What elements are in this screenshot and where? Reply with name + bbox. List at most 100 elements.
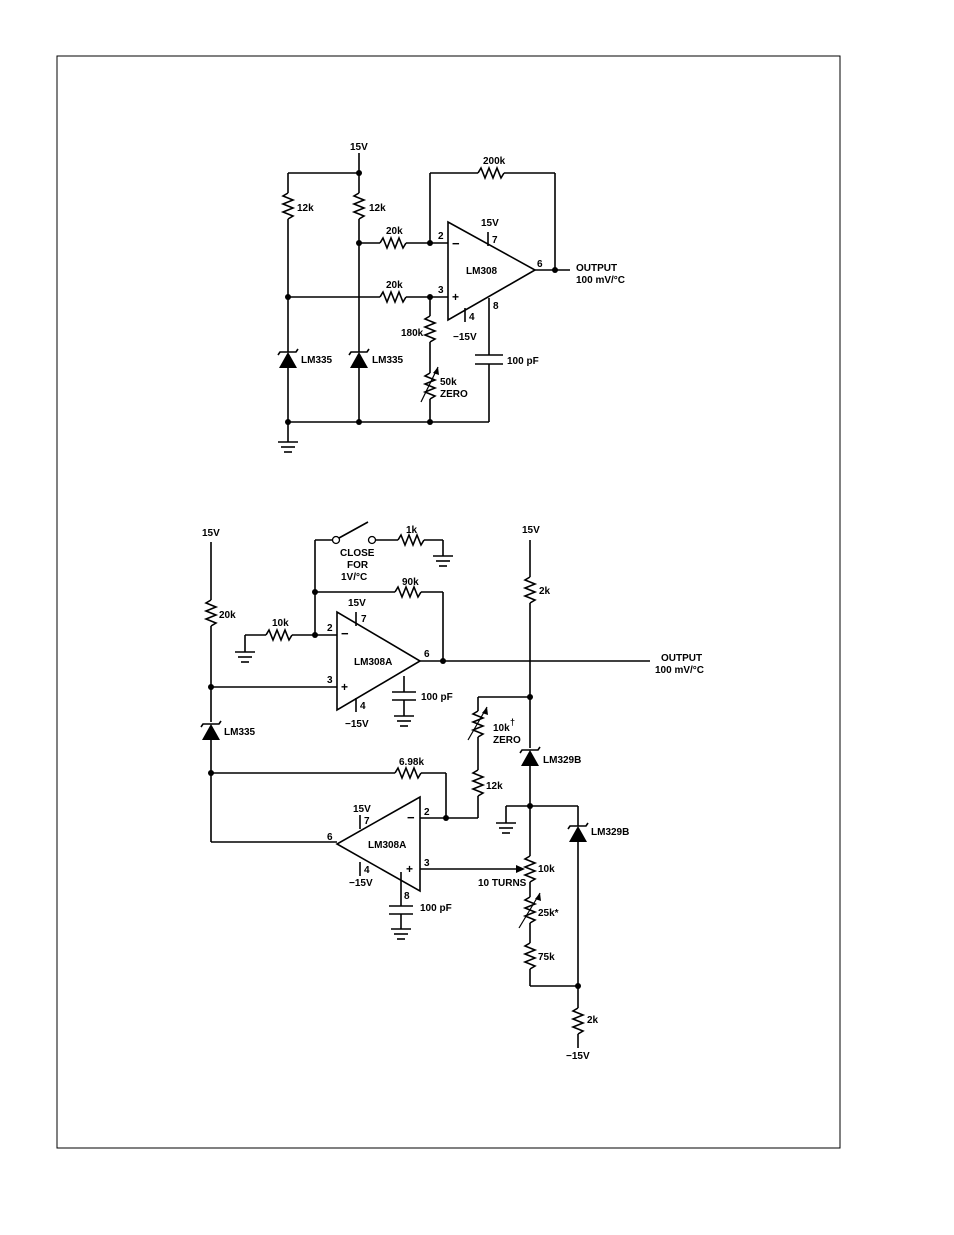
c2-pot-10k-turns-label: 10k [538,864,555,875]
c2-switch-line2: FOR [347,560,369,571]
c2-opamp-a [336,610,422,712]
c1-pin3: 3 [438,285,444,296]
c2-opamp-b-plus: + [406,862,413,876]
c2-lm329b-lower [569,826,587,842]
c1-r-top-left-label: 12k [297,203,314,214]
c2-resistor-90k [394,584,422,600]
c2-pot-25k-label: 25k* [538,908,559,919]
c1-pin4: 4 [469,312,475,323]
c2-switch-contact-left [331,535,341,545]
c2-opamp-a-vplus: 15V [348,598,366,609]
circuit-2: 15V 20k LM335 6.98k LM308A − + 2 3 15V 7… [200,521,704,1062]
c2-b-pin6: 6 [327,832,333,843]
c2-r-20k-label: 20k [219,610,236,621]
c2-opamp-a-minus: − [341,626,349,641]
c1-pin2: 2 [438,231,444,242]
c2-pot-10k-10turns [522,855,538,883]
c1-vminus-label: −15V [453,332,477,343]
circuit-1: 15V 12k 12k 20k 200k 20k [277,142,625,453]
c2-opamp-b-label: LM308A [368,840,406,851]
c1-pot-50k [422,372,438,400]
c2-supply-left-label: 15V [202,528,220,539]
c2-sensor-label: LM335 [224,727,256,738]
c2-supply-right-label: 15V [522,525,540,536]
c1-resistor-180k [422,315,438,343]
c1-output-line1: OUTPUT [576,263,617,274]
c2-opamp-b-vminus: −15V [349,878,373,889]
c1-sensor-right-label: LM335 [372,355,404,366]
c1-pin6: 6 [537,259,543,270]
c2-switch-line1: CLOSE [340,548,375,559]
c1-pin7: 7 [492,235,498,246]
c2-cap-a-label: 100 pF [421,692,453,703]
c2-opamp-b-vplus: 15V [353,804,371,815]
c2-resistor-2k-bottom [570,1007,586,1035]
c2-a-pin7: 7 [361,614,367,625]
c2-resistor-20k [203,599,219,627]
c1-r-feedback-label: 200k [483,156,506,167]
c1-resistor-12k-left [280,192,296,220]
c2-b-pin4: 4 [364,865,370,876]
c2-ref-upper-label: LM329B [543,755,581,766]
c2-r-2k-bottom-label: 2k [587,1015,599,1026]
c1-resistor-20k-inv [379,235,407,251]
c2-cap-b-label: 100 pF [420,903,452,914]
c2-opamp-a-plus: + [341,680,348,694]
c1-r-in-noninv-label: 20k [386,280,403,291]
c2-ground-icon-cap-b [391,928,411,940]
c2-pot-10k-label: 10k [493,723,510,734]
c2-switch-line3: 1V/°C [341,572,367,583]
c2-turns-label: 10 TURNS [478,878,527,889]
c1-output-line2: 100 mV/°C [576,275,625,286]
c1-cap-label: 100 pF [507,356,539,367]
c1-vplus-label: 15V [481,218,499,229]
c2-output-line1: OUTPUT [661,653,702,664]
c2-r-2k-top-label: 2k [539,586,551,597]
c2-ground-icon-cap-a [394,715,414,727]
c2-pot-10k-zero-label: ZERO [493,735,521,746]
c1-r-in-inv-label: 20k [386,226,403,237]
c1-opamp-label: LM308 [466,266,498,277]
c2-b-pin2: 2 [424,807,430,818]
c2-resistor-12k [470,769,486,797]
c2-opamp-b-minus: − [407,810,415,825]
c2-r-12k-label: 12k [486,781,503,792]
c2-output-line2: 100 mV/°C [655,665,704,676]
c2-r-1k-label: 1k [406,525,418,536]
c2-ground-icon-input [235,651,255,663]
c2-r-90k-label: 90k [402,577,419,588]
c1-sensor-left-label: LM335 [301,355,333,366]
c2-resistor-1k [397,532,425,548]
c2-r-75k-label: 75k [538,952,555,963]
c2-r-10k-in-label: 10k [272,618,289,629]
c2-a-pin6: 6 [424,649,430,660]
c2-resistor-10k-input [265,627,293,643]
c2-ground-icon-switch [433,555,453,567]
c1-opamp-lm308 [447,220,537,322]
c2-opamp-a-label: LM308A [354,657,392,668]
c2-pot-10k-dagger: † [510,717,515,727]
c2-r-698k-label: 6.98k [399,757,424,768]
c1-lm335-right [350,352,368,368]
c2-a-pin4: 4 [360,701,366,712]
c1-r-180k-label: 180k [401,328,424,339]
c2-a-pin3: 3 [327,675,333,686]
c2-b-pin7: 7 [364,816,370,827]
c2-switch[interactable] [338,521,369,539]
c1-r-top-right-label: 12k [369,203,386,214]
c1-ground-icon [278,441,298,453]
c2-resistor-75k [522,942,538,970]
c2-switch-contact-right [367,535,377,545]
c2-b-pin3: 3 [424,858,430,869]
c2-ref-lower-label: LM329B [591,827,629,838]
c1-resistor-200k-feedback [477,165,505,181]
c1-opamp-minus: − [452,236,460,251]
c1-lm335-left [279,352,297,368]
c2-lm335 [202,724,220,740]
c1-resistor-12k-right [351,192,367,220]
c2-opamp-a-vminus: −15V [345,719,369,730]
c1-opamp-plus: + [452,290,459,304]
c1-resistor-20k-noninv [379,289,407,305]
c2-b-pin8: 8 [404,891,410,902]
c1-pin8: 8 [493,301,499,312]
